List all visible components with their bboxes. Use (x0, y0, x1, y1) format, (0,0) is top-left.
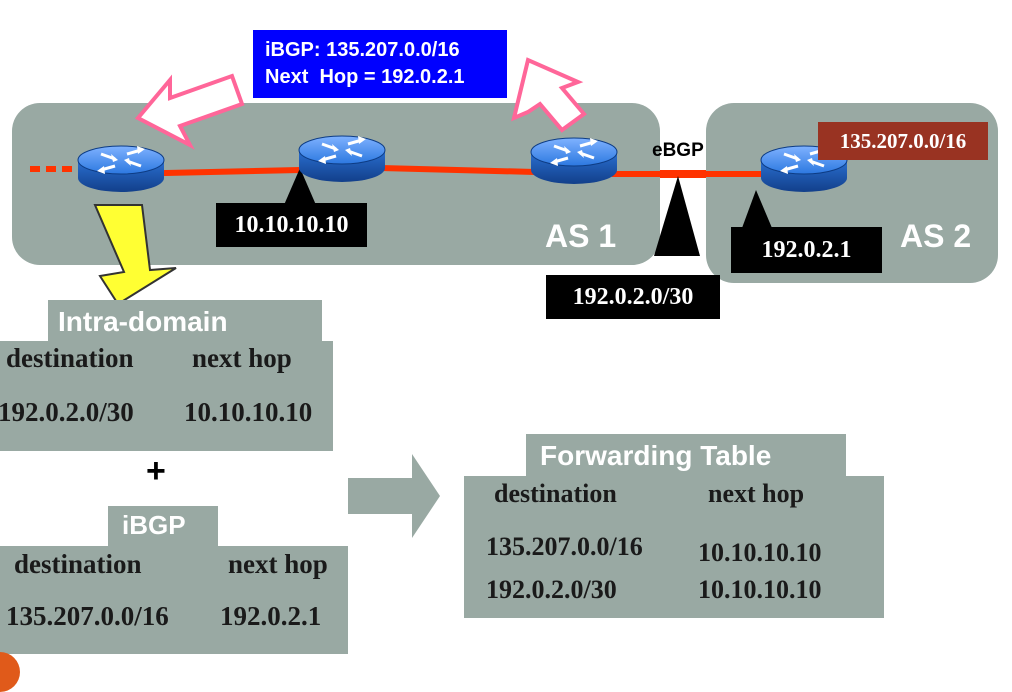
result-arrow (348, 454, 440, 538)
router-icon (76, 144, 166, 194)
ibgp-title-box (108, 506, 218, 548)
pointer-link-subnet (654, 176, 700, 256)
intra-domain-cell-destination: 192.0.2.0/30 (0, 397, 134, 427)
forwarding-title-box (526, 434, 846, 478)
pointer-internal (284, 168, 316, 205)
ibgp-header-next-hop: next hop (228, 549, 328, 579)
intra-domain-header-destination: destination (6, 343, 134, 373)
as1-label: AS 1 (545, 218, 617, 254)
intra-domain-cell-next-hop: 10.10.10.10 (184, 397, 313, 427)
plus-sign: + (146, 452, 166, 490)
pink-arrow-left (134, 73, 245, 150)
pink-arrow-up (511, 57, 587, 133)
intra-domain-table (0, 341, 333, 451)
ibgp-cell-destination: 135.207.0.0/16 (6, 601, 169, 631)
as2-router-address: 192.0.2.1 (731, 227, 882, 273)
pointer-as2 (742, 190, 772, 228)
callout-line-2: Next Hop = 192.0.2.1 (265, 66, 465, 88)
forwarding-row-1-next-hop: 10.10.10.10 (698, 538, 822, 567)
ibgp-cell-next-hop: 192.0.2.1 (220, 601, 322, 631)
ebgp-label: eBGP (652, 140, 704, 161)
forwarding-row-2-next-hop: 10.10.10.10 (698, 575, 822, 604)
ibgp-title: iBGP (122, 510, 186, 540)
as2-prefix-badge: 135.207.0.0/16 (818, 122, 988, 160)
router-icon (297, 134, 387, 184)
router-icon (529, 136, 619, 186)
forwarding-header-destination: destination (494, 479, 617, 508)
internal-router-address: 10.10.10.10 (216, 203, 367, 247)
forwarding-row-2-destination: 192.0.2.0/30 (486, 575, 617, 604)
as2-label: AS 2 (900, 218, 972, 254)
forwarding-row-1-destination: 135.207.0.0/16 (486, 532, 643, 561)
yellow-arrow (93, 204, 177, 306)
forwarding-table (464, 476, 884, 618)
ibgp-announcement-callout: iBGP: 135.207.0.0/16 Next Hop = 192.0.2.… (253, 30, 507, 98)
ibgp-table (0, 546, 348, 654)
forwarding-header-next-hop: next hop (708, 479, 805, 508)
callout-line-1: iBGP: 135.207.0.0/16 (265, 39, 460, 61)
intra-domain-title-box (48, 300, 322, 344)
link-r2-r3 (379, 165, 536, 175)
link-subnet-address: 192.0.2.0/30 (546, 275, 720, 319)
intra-domain-header-next-hop: next hop (192, 343, 292, 373)
intra-domain-title: Intra-domain (58, 306, 228, 337)
forwarding-title: Forwarding Table (540, 440, 772, 471)
ibgp-header-destination: destination (14, 549, 142, 579)
